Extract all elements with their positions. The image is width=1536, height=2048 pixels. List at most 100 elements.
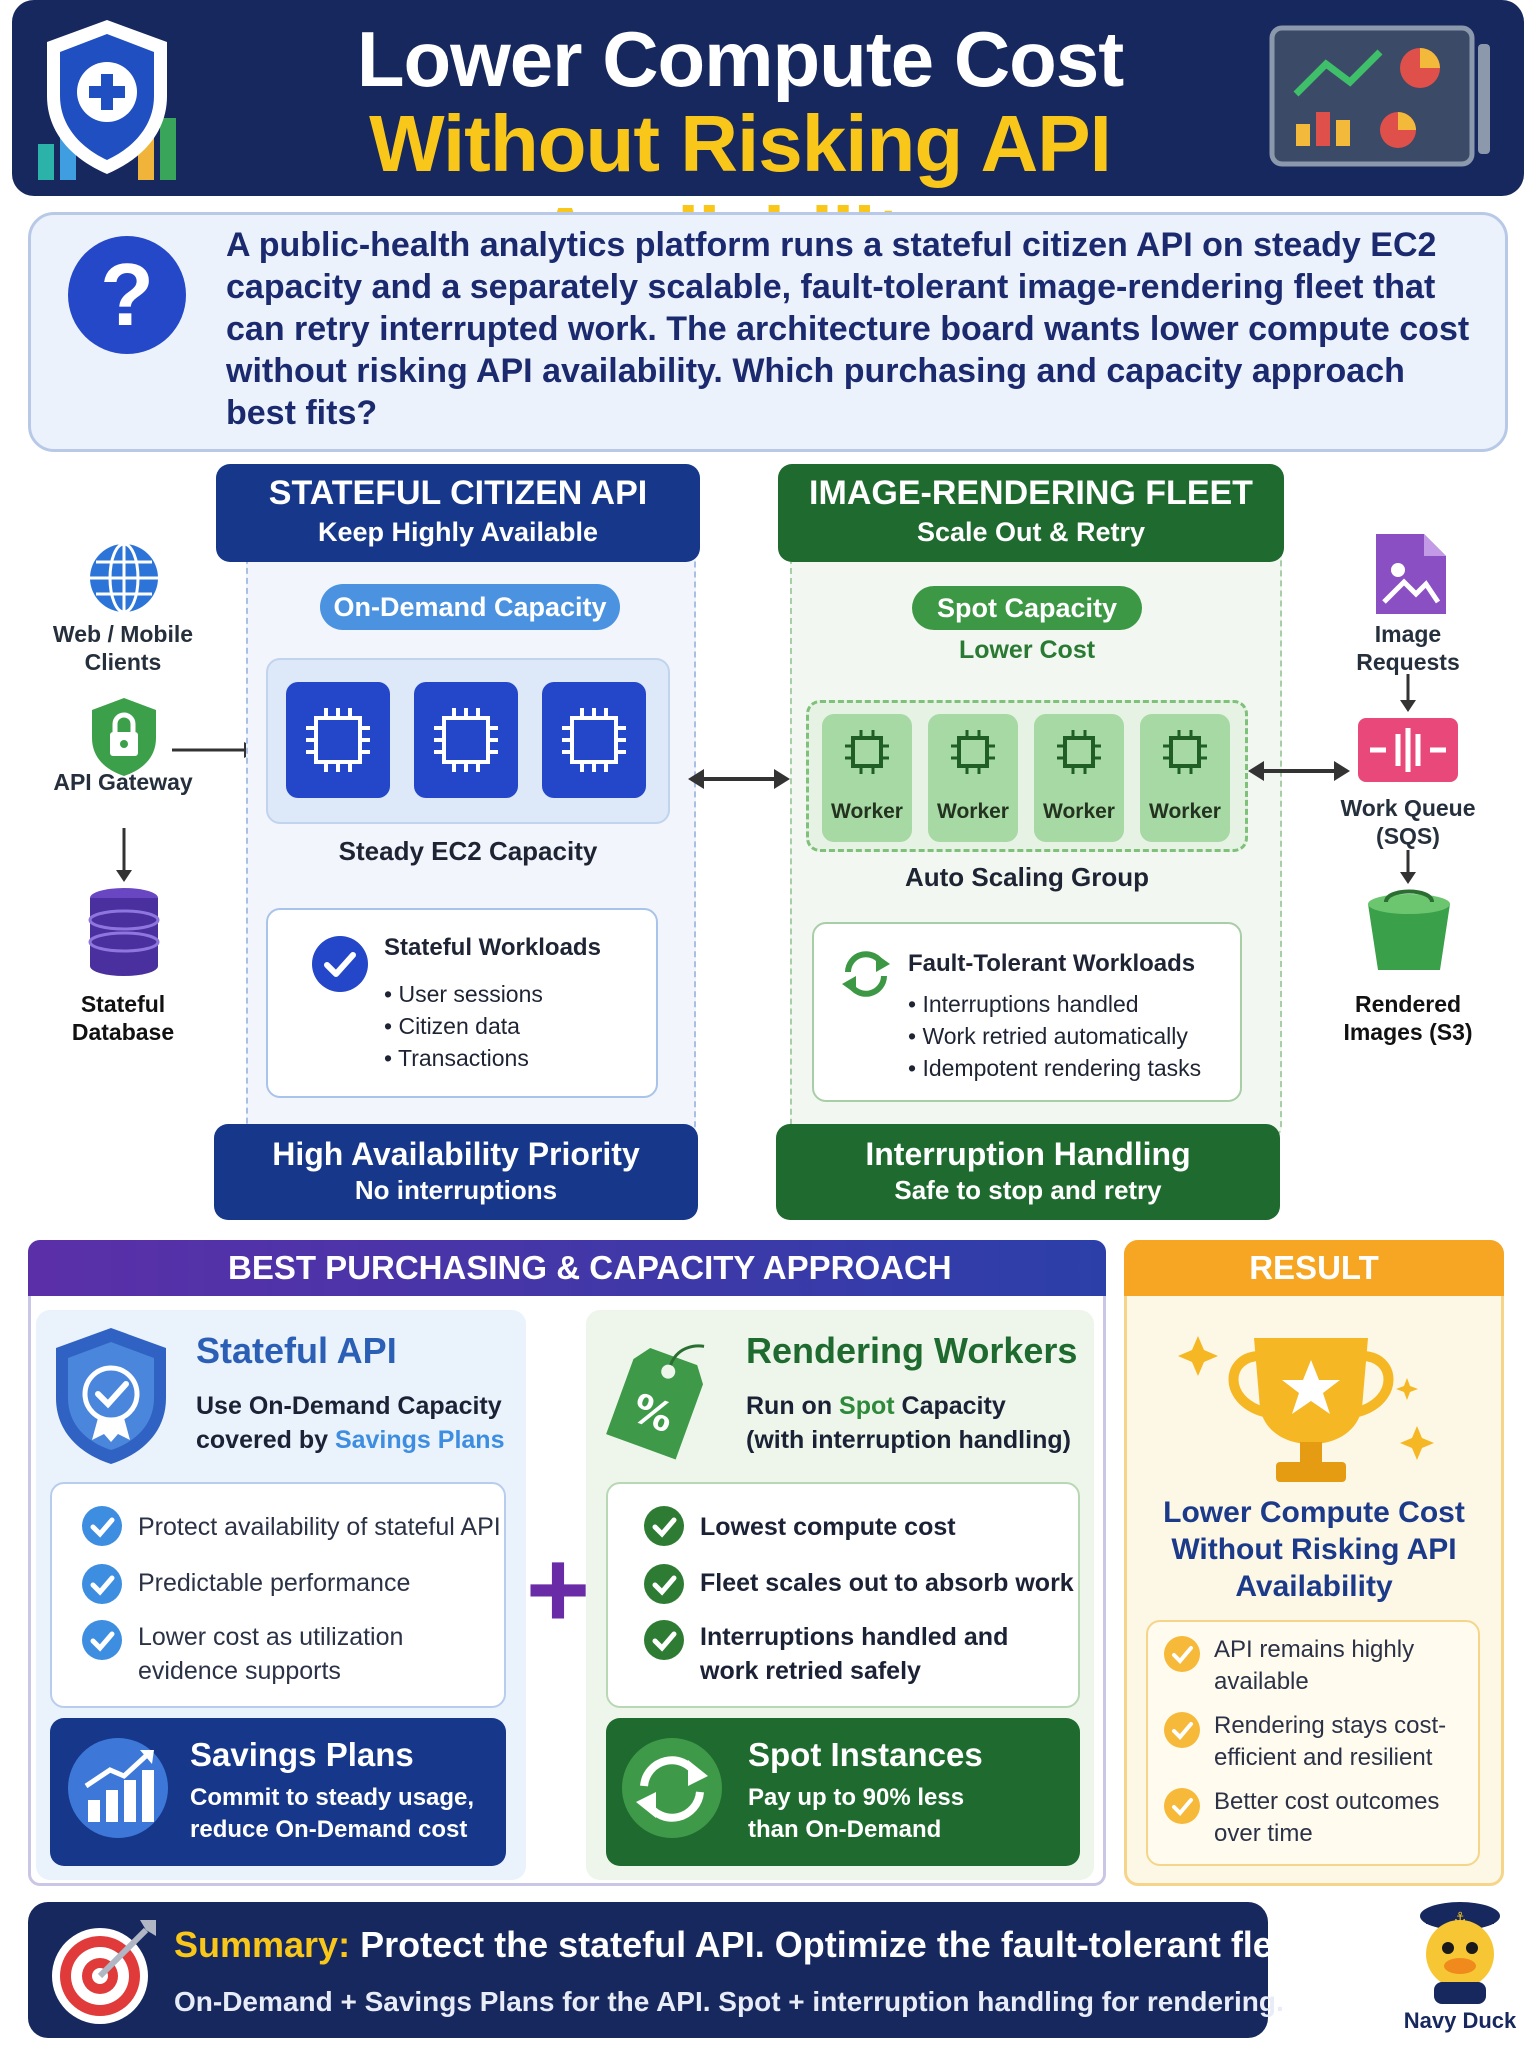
trophy-icon xyxy=(1178,1336,1434,1482)
approach-header: BEST PURCHASING & CAPACITY APPROACH xyxy=(28,1240,1106,1296)
result-item: Rendering stays cost-efficient and resil… xyxy=(1214,1712,1447,1771)
api-section-header: STATEFUL CITIZEN API Keep Highly Availab… xyxy=(216,464,700,562)
target-icon xyxy=(52,1920,156,2024)
interruption-footer: Interruption Handling Safe to stop and r… xyxy=(776,1124,1280,1220)
ha-priority-footer: High Availability Priority No interrupti… xyxy=(214,1124,698,1220)
render-benefit-item: Fleet scales out to absorb work xyxy=(700,1569,1074,1597)
worker-node: Worker xyxy=(1140,714,1230,842)
fault-tolerant-card xyxy=(812,922,1242,1102)
mascot-label: Navy Duck xyxy=(1403,2008,1517,2033)
savings-plans-title: Savings Plans xyxy=(190,1736,414,1773)
refresh-cycle-icon xyxy=(842,951,890,997)
ha-priority-title: High Availability Priority xyxy=(272,1136,640,1172)
question-text: A public-health analytics platform runs … xyxy=(226,226,1470,432)
workload-item: • Citizen data xyxy=(384,1013,520,1039)
api-benefit-item: Protect availability of stateful API xyxy=(138,1513,501,1541)
cpu-chip-icon xyxy=(542,682,646,798)
fault-item: • Idempotent rendering tasks xyxy=(908,1055,1202,1081)
result-header: RESULT xyxy=(1124,1240,1504,1296)
health-shield-icon xyxy=(38,20,176,180)
database-icon xyxy=(88,888,160,976)
refresh-cycle-icon xyxy=(622,1738,722,1838)
worker-node: Worker xyxy=(928,714,1018,842)
result-item: Better cost outcomes over time xyxy=(1214,1788,1440,1847)
database-label: Stateful Database xyxy=(71,991,175,1045)
spot-capacity-pill: Spot Capacity xyxy=(912,586,1142,630)
worker-label: Worker xyxy=(1043,800,1115,823)
result-title: Lower Compute Cost Without Risking API A… xyxy=(1163,1496,1465,1603)
price-tag-icon: % xyxy=(606,1344,705,1460)
summary-banner xyxy=(28,1902,1268,2038)
api-section-subtitle: Keep Highly Available xyxy=(317,517,599,547)
fault-item: • Work retried automatically xyxy=(908,1023,1188,1049)
stateful-workloads-title: Stateful Workloads xyxy=(384,934,601,961)
on-demand-pill: On-Demand Capacity xyxy=(320,584,620,630)
worker-label: Worker xyxy=(831,800,903,823)
gateway-lock-icon xyxy=(92,698,156,776)
fleet-section-header: IMAGE-RENDERING FLEET Scale Out & Retry xyxy=(778,464,1284,562)
api-benefits-card xyxy=(50,1482,506,1708)
page-title: Lower Compute Cost xyxy=(356,15,1124,103)
workload-item: • Transactions xyxy=(384,1045,529,1071)
api-approach-line2: covered by Savings Plans xyxy=(196,1426,505,1454)
clients-label: Web / Mobile Clients xyxy=(52,621,194,675)
spot-instances-sub: Pay up to 90% less than On-Demand xyxy=(748,1784,965,1843)
growth-chart-icon xyxy=(68,1738,168,1838)
savings-plans-sub: Commit to steady usage, reduce On-Demand… xyxy=(190,1784,475,1843)
api-section-title: STATEFUL CITIZEN API xyxy=(268,474,648,512)
rendered-images-label: Rendered Images (S3) xyxy=(1343,991,1473,1045)
worker-chip-icon xyxy=(1057,730,1101,774)
image-file-icon xyxy=(1376,534,1446,614)
render-benefit-item: Lowest compute cost xyxy=(700,1513,956,1541)
asg-label: Auto Scaling Group xyxy=(904,862,1150,892)
rendering-workers-title: Rendering Workers xyxy=(746,1330,1078,1371)
globe-icon xyxy=(90,542,158,614)
worker-chip-icon xyxy=(845,730,889,774)
fleet-section-subtitle: Scale Out & Retry xyxy=(916,517,1146,547)
api-benefit-item: Predictable performance xyxy=(138,1569,411,1597)
result-item: API remains highly available xyxy=(1214,1636,1415,1695)
check-icon xyxy=(1164,1712,1200,1748)
check-circle-icon xyxy=(312,936,368,992)
worker-node: Worker xyxy=(822,714,912,842)
api-approach-line1: Use On-Demand Capacity xyxy=(196,1392,502,1420)
gateway-label: API Gateway xyxy=(53,769,193,795)
fault-tolerant-title: Fault-Tolerant Workloads xyxy=(908,950,1196,977)
api-benefit-item: Lower cost as utilization evidence suppo… xyxy=(138,1623,404,1685)
cpu-chip-icon xyxy=(286,682,390,798)
interruption-sub: Safe to stop and retry xyxy=(894,1175,1162,1205)
render-benefit-item: Interruptions handled and work retried s… xyxy=(700,1623,1009,1685)
render-approach-line2: (with interruption handling) xyxy=(746,1426,1071,1454)
s3-bucket-icon xyxy=(1368,889,1450,970)
fleet-section-title: IMAGE-RENDERING FLEET xyxy=(809,474,1253,512)
bidirectional-arrow-icon xyxy=(688,769,790,789)
check-icon xyxy=(82,1506,122,1546)
ha-priority-sub: No interruptions xyxy=(354,1175,558,1205)
bidirectional-arrow-icon xyxy=(1248,761,1350,781)
check-icon xyxy=(82,1620,122,1660)
stateful-api-title: Stateful API xyxy=(196,1330,397,1371)
steady-ec2-label: Steady EC2 Capacity xyxy=(338,836,598,866)
dashboard-monitor-icon xyxy=(1269,25,1490,167)
worker-label: Worker xyxy=(937,800,1009,823)
fault-item: • Interruptions handled xyxy=(908,991,1139,1017)
cpu-chip-icon xyxy=(414,682,518,798)
summary-line1: Summary: Protect the stateful API. Optim… xyxy=(174,1924,1315,1965)
navy-duck-mascot-icon: ⚓ xyxy=(1420,1902,1500,2004)
award-badge-icon xyxy=(56,1328,166,1464)
image-requests-label: Image Requests xyxy=(1356,621,1460,675)
workload-item: • User sessions xyxy=(384,981,543,1007)
plus-sign: + xyxy=(525,1528,591,1651)
check-icon xyxy=(82,1564,122,1604)
spot-instances-title: Spot Instances xyxy=(748,1736,983,1773)
result-items-card xyxy=(1146,1620,1480,1866)
worker-node: Worker xyxy=(1034,714,1124,842)
summary-line2: On-Demand + Savings Plans for the API. S… xyxy=(174,1986,1284,2017)
work-queue-label: Work Queue (SQS) xyxy=(1340,795,1476,849)
queue-icon xyxy=(1358,718,1458,782)
arrow-down-icon xyxy=(1400,850,1416,884)
arrow-down-icon xyxy=(1400,674,1416,712)
check-icon xyxy=(644,1506,684,1546)
worker-chip-icon xyxy=(1163,730,1207,774)
render-benefits-card xyxy=(606,1482,1080,1708)
